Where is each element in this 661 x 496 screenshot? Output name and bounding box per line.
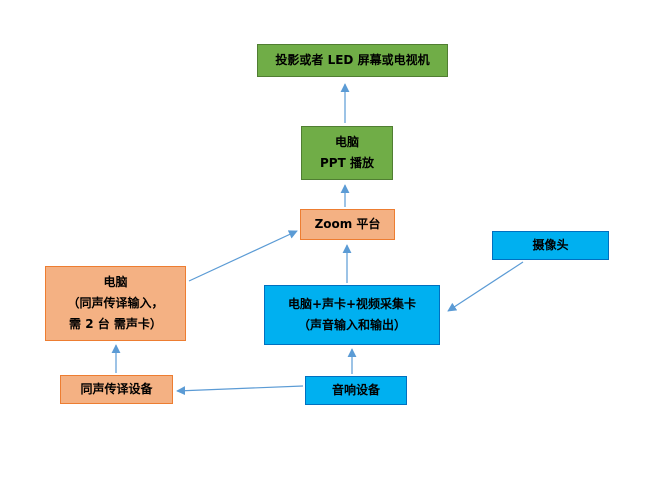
node-interp-computer: 电脑 （同声传译输入， 需 2 台 需声卡） xyxy=(45,266,186,341)
node-ppt-computer: 电脑 PPT 播放 xyxy=(301,126,393,180)
node-capture-computer: 电脑+声卡+视频采集卡 （声音输入和输出） xyxy=(264,285,440,345)
node-display-screen-label: 投影或者 LED 屏幕或电视机 xyxy=(275,53,430,67)
arrow-camera-to-capture_computer xyxy=(447,261,524,312)
node-ppt-computer-label-2: PPT 播放 xyxy=(320,156,374,170)
node-ppt-computer-label-1: 电脑 xyxy=(334,135,359,149)
node-camera: 摄像头 xyxy=(492,231,609,260)
node-camera-label: 摄像头 xyxy=(532,238,569,252)
node-capture-computer-label-2: （声音输入和输出） xyxy=(297,318,406,332)
arrow-audio_device-to-interp_device xyxy=(176,385,304,396)
node-zoom-platform: Zoom 平台 xyxy=(300,209,395,240)
node-audio-device: 音响设备 xyxy=(305,376,407,405)
node-display-screen: 投影或者 LED 屏幕或电视机 xyxy=(257,44,448,77)
node-zoom-platform-label: Zoom 平台 xyxy=(314,217,381,231)
node-interp-device: 同声传译设备 xyxy=(60,375,173,404)
node-interp-computer-label-1: 电脑 xyxy=(103,275,128,289)
arrow-interp_computer-to-zoom_platform xyxy=(188,230,298,282)
node-interp-device-label: 同声传译设备 xyxy=(80,382,153,396)
node-interp-computer-label-2: （同声传译输入， xyxy=(67,296,164,310)
node-interp-computer-label-3: 需 2 台 需声卡） xyxy=(69,317,162,331)
node-audio-device-label: 音响设备 xyxy=(331,383,380,397)
node-capture-computer-label-1: 电脑+声卡+视频采集卡 xyxy=(287,297,417,311)
